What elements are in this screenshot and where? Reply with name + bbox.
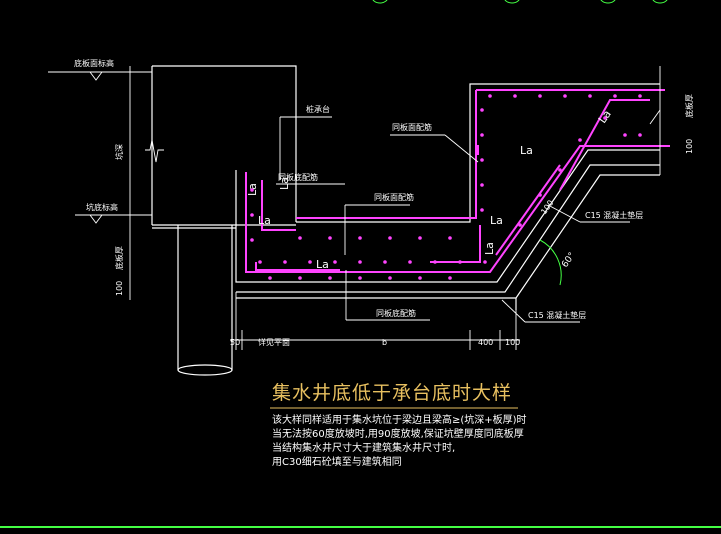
rebar [245,89,670,273]
label-plan-size: 详见平面 [258,337,290,347]
label-dim-50: 50 [230,338,240,347]
label-angle: 60° [560,251,577,270]
note-line: 该大样同样适用于集水坑位于梁边且梁高≥(坑深+板厚)时 [272,415,527,426]
anchor-label: La [490,214,503,227]
anchor-label: La [278,177,291,190]
note-line: 当结构集水井尺寸大于建筑集水井尺寸时, [272,443,456,454]
label-dim-b: b [382,338,387,347]
label-floor-thickness: 底板厚 [114,246,124,270]
anchor-label: La [520,144,533,157]
angle-arc [539,239,562,286]
note-line: 用C30细石砼填至与建筑相同 [272,457,402,468]
label-dim-400: 400 [478,338,493,347]
rebar-dots [250,94,642,280]
elevation-markers [89,71,103,224]
label-top-rebar-2: 同板面配筋 [374,192,414,202]
drawing-title: 集水井底低于承台底时大样 [272,382,513,404]
label-pile-cap: 桩承台 [306,104,330,114]
frame-circle [600,0,616,4]
label-cushion-1: C15 混凝土垫层 [585,210,643,220]
frame-circle [652,0,668,4]
label-dim-100-left: 100 [115,281,124,296]
label-dim-100-right: 100 [685,139,694,154]
anchor-label: La [258,214,271,227]
label-plate-thickness-right: 底板厚 [684,94,694,118]
concrete-outline [151,65,660,310]
leader-lines [48,66,661,350]
anchor-label: La [483,242,496,255]
label-dim-100: 100 [505,338,520,347]
pile [152,224,296,376]
label-bottom-rebar-1: 同板底配筋 [278,172,318,182]
label-bottom-rebar-2: 同板底配筋 [376,308,416,318]
anchor-label: La [316,258,329,271]
label-cushion-2: C15 混凝土垫层 [528,310,586,320]
label-floor-elevation: 底板面标高 [74,58,114,68]
drawing-notes: 该大样同样适用于集水坑位于梁边且梁高≥(坑深+板厚)时 当无法按60度放坡时,用… [272,414,527,470]
label-pit-depth: 坑深 [114,144,124,160]
break-marks [145,139,164,163]
note-line: 当无法按60度放坡时,用90度放坡,保证坑壁厚度同底板厚 [272,429,524,440]
anchor-label: La [596,108,614,126]
label-top-rebar-1: 同板面配筋 [392,122,432,132]
label-pit-elevation: 坑底标高 [86,202,118,212]
frame-circle [504,0,520,4]
anchor-label: La [246,183,259,196]
frame-circle [372,0,388,4]
